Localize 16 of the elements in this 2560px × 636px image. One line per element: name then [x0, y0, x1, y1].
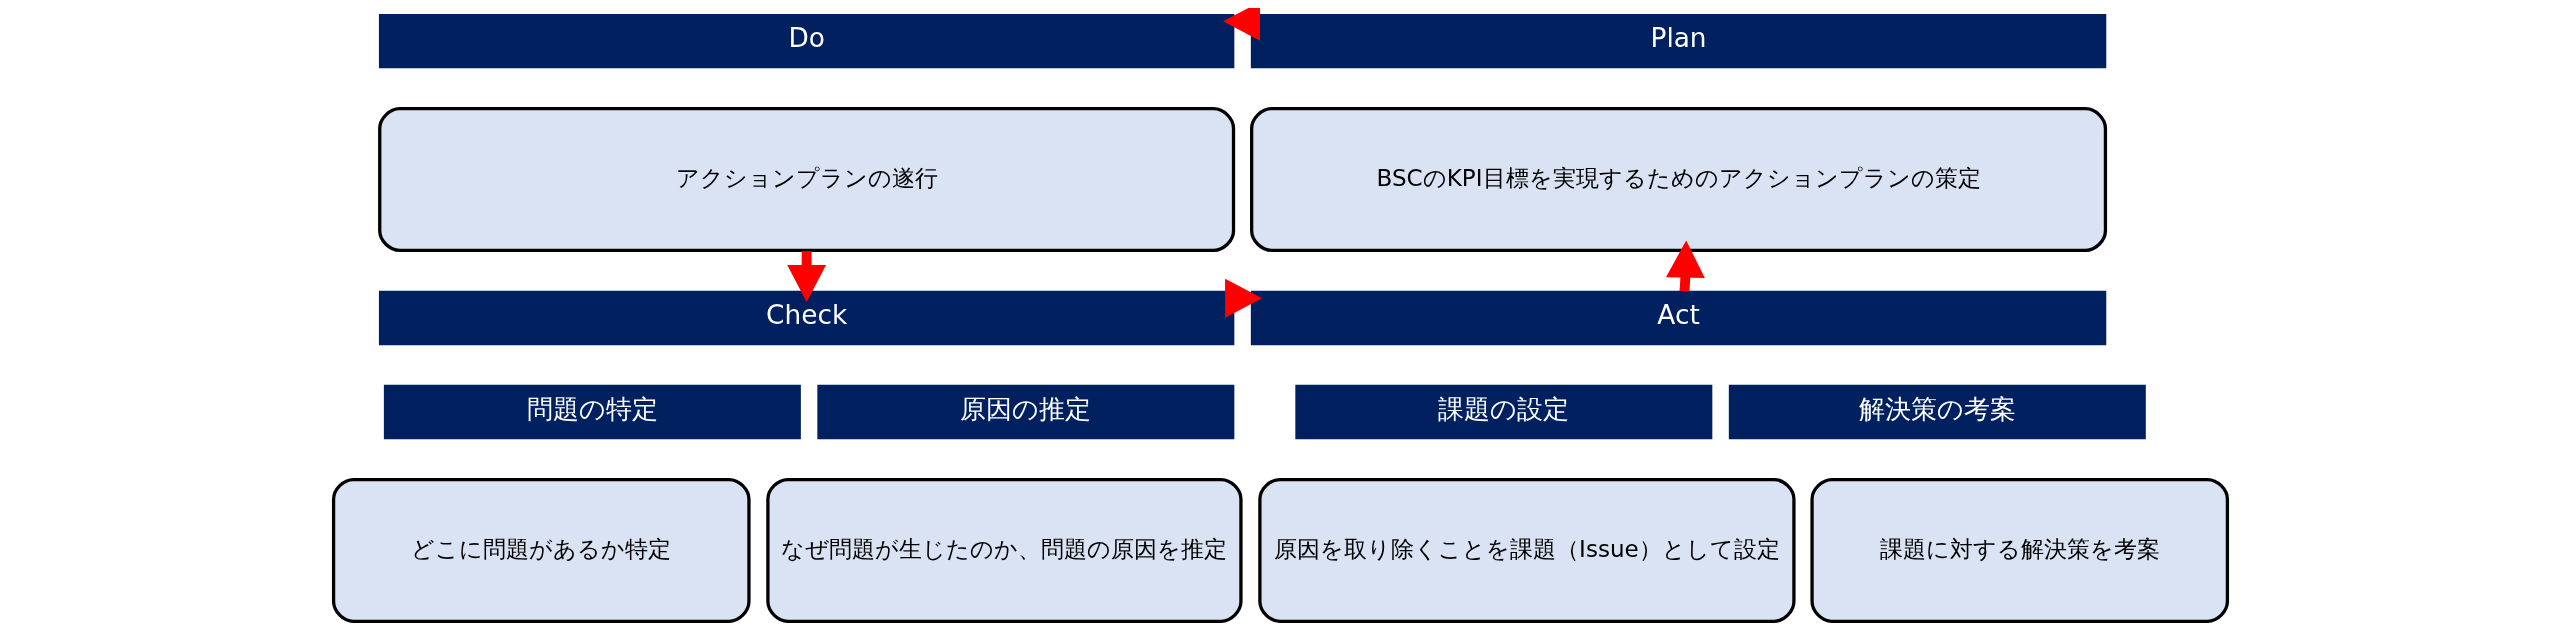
node-box: アクションプランの遂行	[377, 107, 1235, 253]
node-box: Do	[378, 13, 1234, 69]
arrow	[1222, 8, 1260, 41]
node-box: 原因を取り除くことを課題（Issue）として設定	[1257, 477, 1796, 623]
node-box: 原因の推定	[816, 384, 1234, 440]
node-box: どこに問題があるか特定	[331, 477, 751, 623]
node-box: 解決策の考案	[1728, 384, 2146, 440]
node-box: 課題に対する解決策を考案	[1809, 477, 2229, 623]
node-box: 課題の設定	[1294, 384, 1712, 440]
node-box: BSCのKPI目標を実現するためのアクションプランの策定	[1249, 107, 2107, 253]
arrow	[786, 251, 826, 302]
node-box: なぜ問題が生じたのか、問題の原因を推定	[765, 477, 1243, 623]
arrow	[1665, 240, 1705, 292]
arrow	[1224, 278, 1262, 318]
node-box: 問題の特定	[383, 384, 801, 440]
node-box: Act	[1250, 290, 2106, 346]
